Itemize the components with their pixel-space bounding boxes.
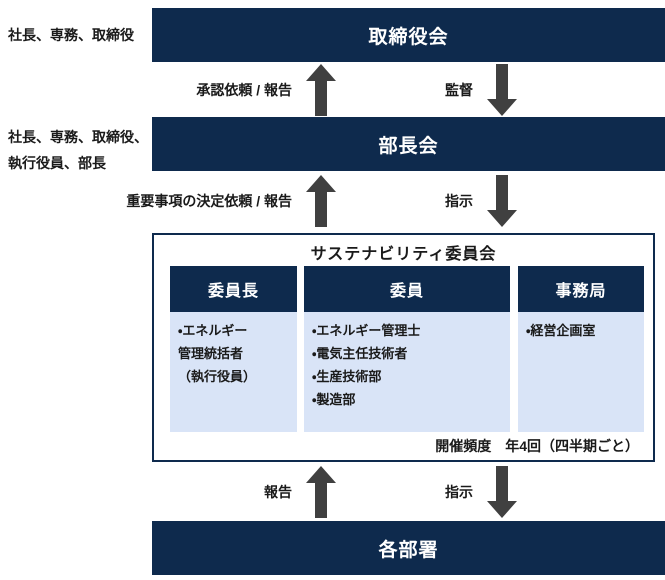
chairperson-item: ・エネルギー [178, 323, 248, 338]
managers-side-note: 社長、専務、取締役、 執行役員、部長 [8, 124, 148, 176]
board-of-directors-label: 取締役会 [368, 26, 449, 48]
member-item: ・生産技術部 [312, 369, 382, 384]
down-arrow-icon [487, 466, 517, 518]
up-arrow-icon [306, 175, 336, 227]
meeting-frequency-note: 開催頻度 年4回（四半期ごと） [435, 438, 639, 454]
down-arrow-icon [487, 64, 517, 116]
board-of-directors-bar: 取締役会 [152, 8, 665, 62]
secretariat-item: ・経営企画室 [526, 323, 596, 338]
instruction-label: 指示 [445, 193, 473, 209]
chairperson-header: 委員長 [170, 266, 297, 312]
instruction-label: 指示 [445, 484, 473, 500]
sustainability-committee-box: サステナビリティ委員会 委員長 委員 事務局 ・エネルギー 管理統括者 （執行役… [152, 233, 655, 462]
managers-side-note-line1: 社長、専務、取締役、 [8, 129, 148, 145]
supervision-label: 監督 [445, 82, 473, 98]
managers-meeting-label: 部長会 [378, 135, 439, 157]
managers-side-note-line2: 執行役員、部長 [8, 155, 106, 171]
approval-report-label: 承認依頼 / 報告 [196, 82, 292, 98]
departments-bar: 各部署 [152, 521, 665, 575]
decision-request-report-label: 重要事項の決定依頼 / 報告 [126, 193, 292, 209]
managers-meeting-bar: 部長会 [152, 117, 665, 171]
committee-title: サステナビリティ委員会 [310, 246, 497, 263]
chairperson-cell: ・エネルギー 管理統括者 （執行役員） [170, 312, 297, 432]
member-item: ・製造部 [312, 392, 356, 407]
down-arrow-icon [487, 175, 517, 227]
up-arrow-icon [306, 64, 336, 116]
up-arrow-icon [306, 466, 336, 518]
members-cell: ・エネルギー管理士 ・電気主任技術者 ・生産技術部 ・製造部 [304, 312, 510, 432]
chairperson-item: （執行役員） [178, 369, 257, 384]
secretariat-header: 事務局 [518, 266, 644, 312]
departments-label: 各部署 [378, 539, 439, 561]
directors-side-note: 社長、専務、取締役 [8, 27, 134, 43]
chairperson-item: 管理統括者 [178, 346, 244, 361]
members-header: 委員 [304, 266, 510, 312]
report-label: 報告 [264, 484, 292, 500]
secretariat-cell: ・経営企画室 [518, 312, 644, 432]
member-item: ・エネルギー管理士 [312, 323, 421, 338]
member-item: ・電気主任技術者 [312, 346, 408, 361]
